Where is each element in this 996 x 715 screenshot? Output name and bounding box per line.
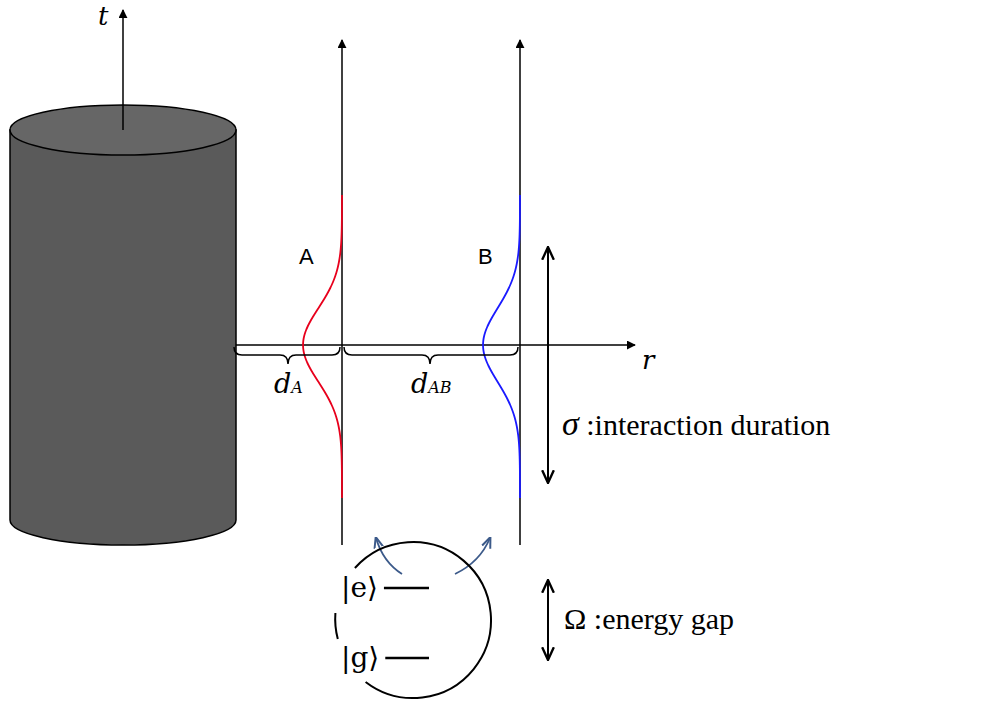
atom-circle xyxy=(355,542,491,698)
gap-arrow xyxy=(547,580,549,660)
radial-axis xyxy=(236,344,635,346)
energy-level xyxy=(385,657,429,660)
axis-label: r xyxy=(642,346,654,376)
cylinder-body xyxy=(10,130,236,545)
distance-label: dAB xyxy=(411,368,452,399)
energy-level-label: |e⟩ xyxy=(341,574,378,602)
time-axis xyxy=(122,10,124,130)
duration-arrow xyxy=(547,247,549,483)
duration-label: σ :interaction duration xyxy=(562,404,830,443)
axis-label: t xyxy=(98,2,108,32)
atom-circle-dash xyxy=(335,613,338,639)
energy-level-label: |g⟩ xyxy=(341,644,379,672)
brace xyxy=(234,347,340,364)
detector-label: A xyxy=(299,244,314,269)
gap-label: Ω :energy gap xyxy=(564,602,734,637)
switching-gaussian-b xyxy=(483,195,520,498)
detector-label: B xyxy=(478,244,493,269)
atom-outline xyxy=(333,540,493,700)
distance-label: dA xyxy=(274,368,303,399)
switching-gaussian-a xyxy=(303,195,342,498)
two-level-atom: |e⟩ |g⟩ xyxy=(333,540,493,700)
energy-level xyxy=(384,587,429,590)
brace xyxy=(344,347,518,364)
